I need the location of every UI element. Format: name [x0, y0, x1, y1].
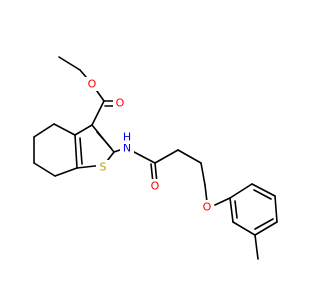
atom-s-thiophene-symbol: S — [100, 161, 107, 174]
bond — [254, 218, 274, 230]
bond — [133, 151, 156, 164]
bond — [254, 234, 259, 260]
bond — [254, 221, 278, 236]
atom-n-amide-symbol: N — [123, 142, 131, 155]
bond — [96, 131, 112, 149]
atom-label-background — [201, 200, 214, 214]
atom-o-aryl-ether-symbol: O — [203, 201, 212, 214]
bond — [54, 167, 78, 177]
atom-o-ester-ether: O — [85, 77, 98, 91]
atom-label-background — [149, 179, 162, 193]
bond — [200, 162, 206, 186]
bond — [274, 195, 278, 223]
atom-s-thiophene: S — [96, 160, 110, 174]
bond — [33, 123, 55, 138]
atom-o-ester-ether-symbol: O — [88, 78, 97, 91]
atom-o-aryl-ether: O — [201, 200, 214, 214]
bond — [229, 197, 234, 223]
atom-label-background — [96, 160, 110, 174]
bond — [232, 221, 256, 236]
atom-h-amide-symbol: H — [123, 131, 131, 144]
atom-label-background — [85, 77, 98, 91]
bond — [154, 149, 179, 164]
atom-o-ester-carbonyl-symbol: O — [116, 97, 125, 110]
bond — [214, 197, 231, 206]
atom-label-background — [120, 131, 134, 144]
atom-label-background — [113, 96, 126, 110]
bond — [53, 123, 76, 136]
bond — [58, 56, 81, 71]
atom-label-background — [120, 141, 134, 155]
bond — [91, 100, 105, 126]
bond — [204, 184, 208, 203]
bonds — [33, 56, 278, 260]
bond — [229, 183, 253, 199]
bond — [74, 134, 78, 169]
atom-o-amide-carbonyl: O — [149, 179, 162, 193]
bond — [79, 137, 83, 165]
atom-n-amide: N H — [120, 131, 134, 155]
bond — [113, 149, 121, 153]
bond — [234, 200, 238, 219]
bond — [74, 124, 93, 136]
bond — [253, 189, 272, 200]
bond — [251, 183, 276, 197]
atom-o-ester-carbonyl: O — [113, 96, 126, 110]
atom-labels: O O N H S O O — [85, 77, 214, 214]
bond — [177, 149, 202, 164]
bond — [33, 162, 56, 177]
molecule-structure: O O N H S O O — [33, 56, 278, 260]
atom-o-amide-carbonyl-symbol: O — [151, 180, 160, 193]
